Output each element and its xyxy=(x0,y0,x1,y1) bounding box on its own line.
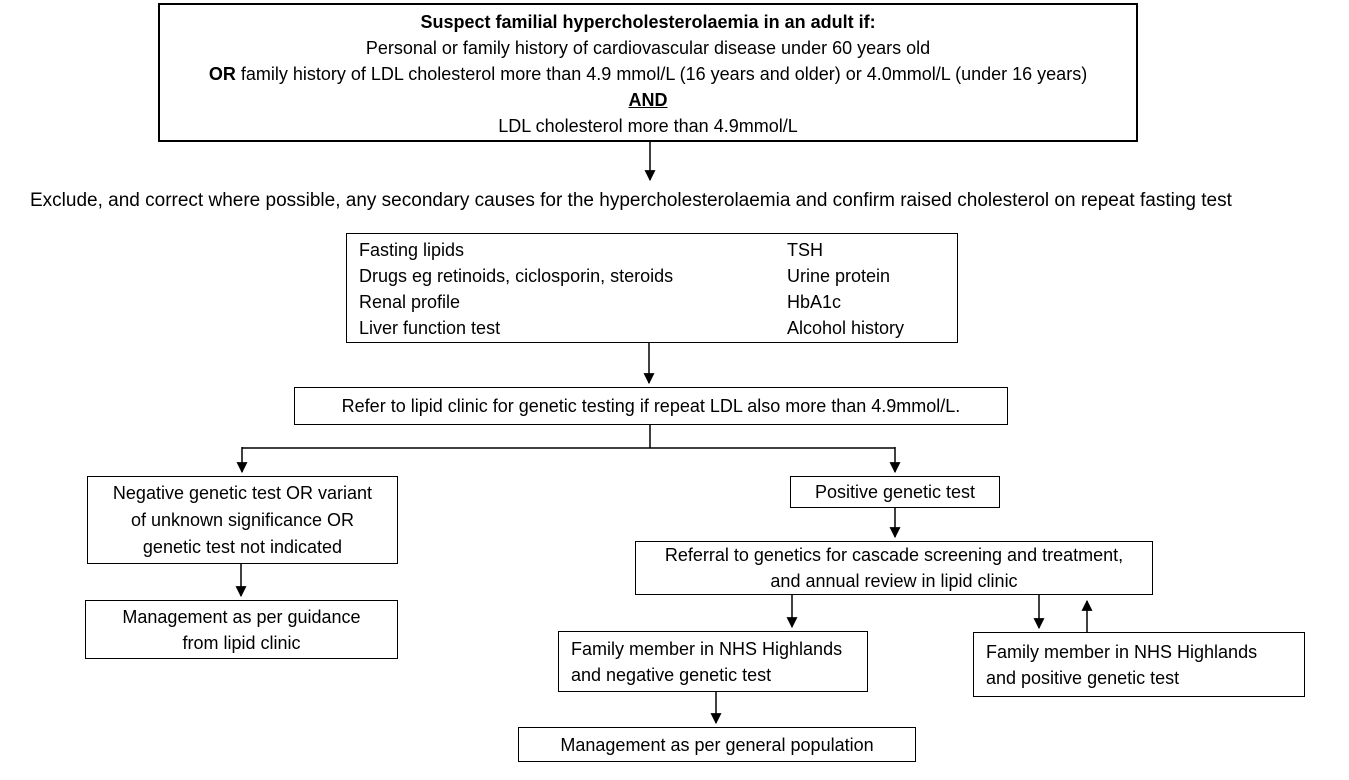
positive-genetic-test-box: Positive genetic test xyxy=(790,476,1000,508)
family-member-negative-line: Family member in NHS Highlands xyxy=(571,638,843,659)
exclude-instruction-text: Exclude, and correct where possible, any… xyxy=(30,190,1232,211)
or-label: OR xyxy=(208,64,236,84)
suspect-history-line: Personal or family history of cardiovasc… xyxy=(365,38,931,58)
positive-genetic-test-text: Positive genetic test xyxy=(814,482,976,502)
suspect-criteria-box: Suspect familial hypercholesterolaemia i… xyxy=(158,3,1138,142)
secondary-causes-left-column: Fasting lipids Drugs eg retinoids, ciclo… xyxy=(359,237,673,341)
referral-genetics-box: Referral to genetics for cascade screeni… xyxy=(635,541,1153,595)
family-member-negative-line: and negative genetic test xyxy=(571,664,772,685)
refer-lipid-clinic-text: Refer to lipid clinic for genetic testin… xyxy=(341,396,961,416)
secondary-cause-item: Renal profile xyxy=(359,292,461,312)
refer-lipid-clinic-box: Refer to lipid clinic for genetic testin… xyxy=(294,387,1008,425)
family-member-positive-line: Family member in NHS Highlands xyxy=(986,641,1258,662)
family-member-negative-box: Family member in NHS Highlands and negat… xyxy=(558,631,868,692)
negative-box-line: Negative genetic test OR variant xyxy=(112,482,373,503)
secondary-cause-item: Drugs eg retinoids, ciclosporin, steroid… xyxy=(359,266,674,286)
management-guidance-box: Management as per guidance from lipid cl… xyxy=(85,600,398,659)
management-guidance-line: Management as per guidance xyxy=(122,606,361,627)
secondary-cause-item: Fasting lipids xyxy=(359,240,465,260)
management-general-population-box: Management as per general population xyxy=(518,727,916,762)
secondary-cause-item: HbA1c xyxy=(787,292,842,312)
and-label: AND xyxy=(628,90,668,110)
or-line-text: family history of LDL cholesterol more t… xyxy=(240,64,1088,84)
suspect-title: Suspect familial hypercholesterolaemia i… xyxy=(420,12,876,32)
secondary-cause-item: TSH xyxy=(787,240,823,260)
secondary-cause-item: Urine protein xyxy=(787,266,891,286)
secondary-causes-right-column: TSH Urine protein HbA1c Alcohol history xyxy=(787,237,904,341)
secondary-cause-item: Alcohol history xyxy=(787,318,905,338)
negative-genetic-test-box: Negative genetic test OR variant of unkn… xyxy=(87,476,398,564)
secondary-cause-item: Liver function test xyxy=(359,318,501,338)
management-general-population-text: Management as per general population xyxy=(560,734,874,755)
suspect-ldl-line: LDL cholesterol more than 4.9mmol/L xyxy=(498,116,798,136)
negative-box-line: genetic test not indicated xyxy=(142,536,343,557)
management-guidance-line: from lipid clinic xyxy=(182,632,301,653)
secondary-causes-box: Fasting lipids Drugs eg retinoids, ciclo… xyxy=(346,233,958,343)
negative-box-line: of unknown significance OR xyxy=(130,509,355,530)
family-member-positive-line: and positive genetic test xyxy=(986,667,1180,688)
family-member-positive-box: Family member in NHS Highlands and posit… xyxy=(973,632,1305,697)
referral-genetics-line: Referral to genetics for cascade screeni… xyxy=(664,545,1124,565)
referral-genetics-line: and annual review in lipid clinic xyxy=(770,571,1018,591)
